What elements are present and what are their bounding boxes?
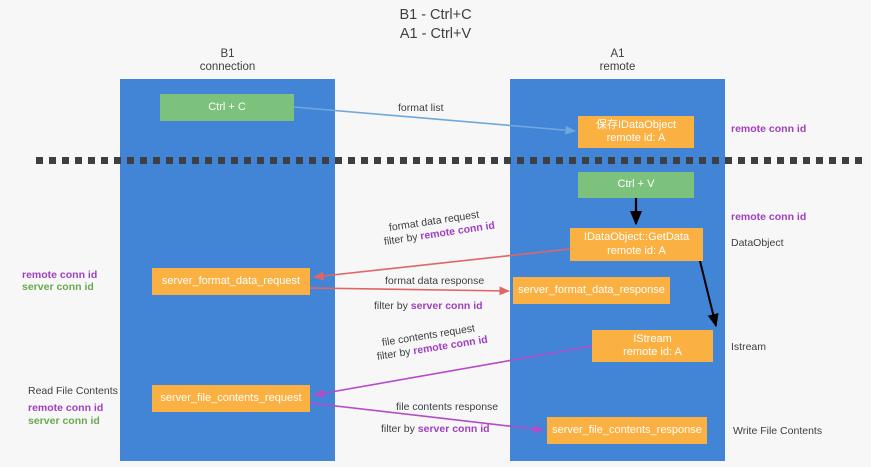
node-ctrl-c[interactable]: Ctrl + C [160,94,294,121]
left-label-remote-conn-id-mid: remote conn id [22,269,98,281]
left-label-server-conn-id-bottom: server conn id [28,415,100,427]
edge-label-file-contents-response-filter: filter by server conn id [381,422,490,436]
node-server-file-contents-response[interactable]: server_file_contents_response [547,417,707,444]
column-header-a1-role: remote [599,61,636,73]
page-title-line-1: B1 - Ctrl+C [399,7,472,23]
node-istream[interactable]: IStream remote id: A [592,330,713,362]
filter-key-server-conn-id: server conn id [417,423,490,435]
edge-format-data-response [309,286,510,296]
node-server-format-data-response[interactable]: server_format_data_response [513,277,670,304]
left-label-remote-conn-id-bottom: remote conn id [28,402,104,414]
section-divider [36,157,864,164]
edge-label-format-data-response: format data response [385,275,485,287]
filter-prefix: filter by [376,345,415,363]
right-label-istream: Istream [731,341,767,353]
left-label-read-file-contents: Read File Contents [28,385,118,397]
node-idataobject[interactable]: 保存IDataObject remote id: A [578,116,694,148]
column-header-b1-role: connection [199,61,256,73]
right-label-remote-conn-id-top: remote conn id [731,123,807,135]
node-ctrl-v[interactable]: Ctrl + V [578,172,694,198]
node-server-file-contents-request[interactable]: server_file_contents_request [152,385,310,412]
filter-prefix: filter by [383,230,422,248]
left-label-server-conn-id-mid: server conn id [22,281,94,293]
column-header-b1: B1 connection [120,48,335,74]
node-idataobject-getdata[interactable]: IDataObject::GetData remote id: A [570,228,703,261]
right-label-write-file-contents: Write File Contents [733,425,823,437]
right-label-dataobject: DataObject [731,237,784,249]
filter-prefix: filter by [381,423,418,435]
filter-key-server-conn-id: server conn id [410,300,483,312]
page-title: B1 - Ctrl+C A1 - Ctrl+V [0,6,871,44]
node-server-format-data-request[interactable]: server_format_data_request [152,268,310,295]
column-header-a1: A1 remote [510,48,725,74]
edge-label-format-list: format list [398,102,444,114]
right-label-remote-conn-id-mid: remote conn id [731,211,807,223]
edge-label-file-contents-response: file contents response [396,401,499,413]
edge-label-format-data-response-filter: filter by server conn id [374,299,483,313]
column-header-b1-name: B1 [220,48,235,60]
filter-prefix: filter by [374,300,411,312]
column-header-a1-name: A1 [610,48,625,60]
page-title-line-2: A1 - Ctrl+V [399,26,472,42]
